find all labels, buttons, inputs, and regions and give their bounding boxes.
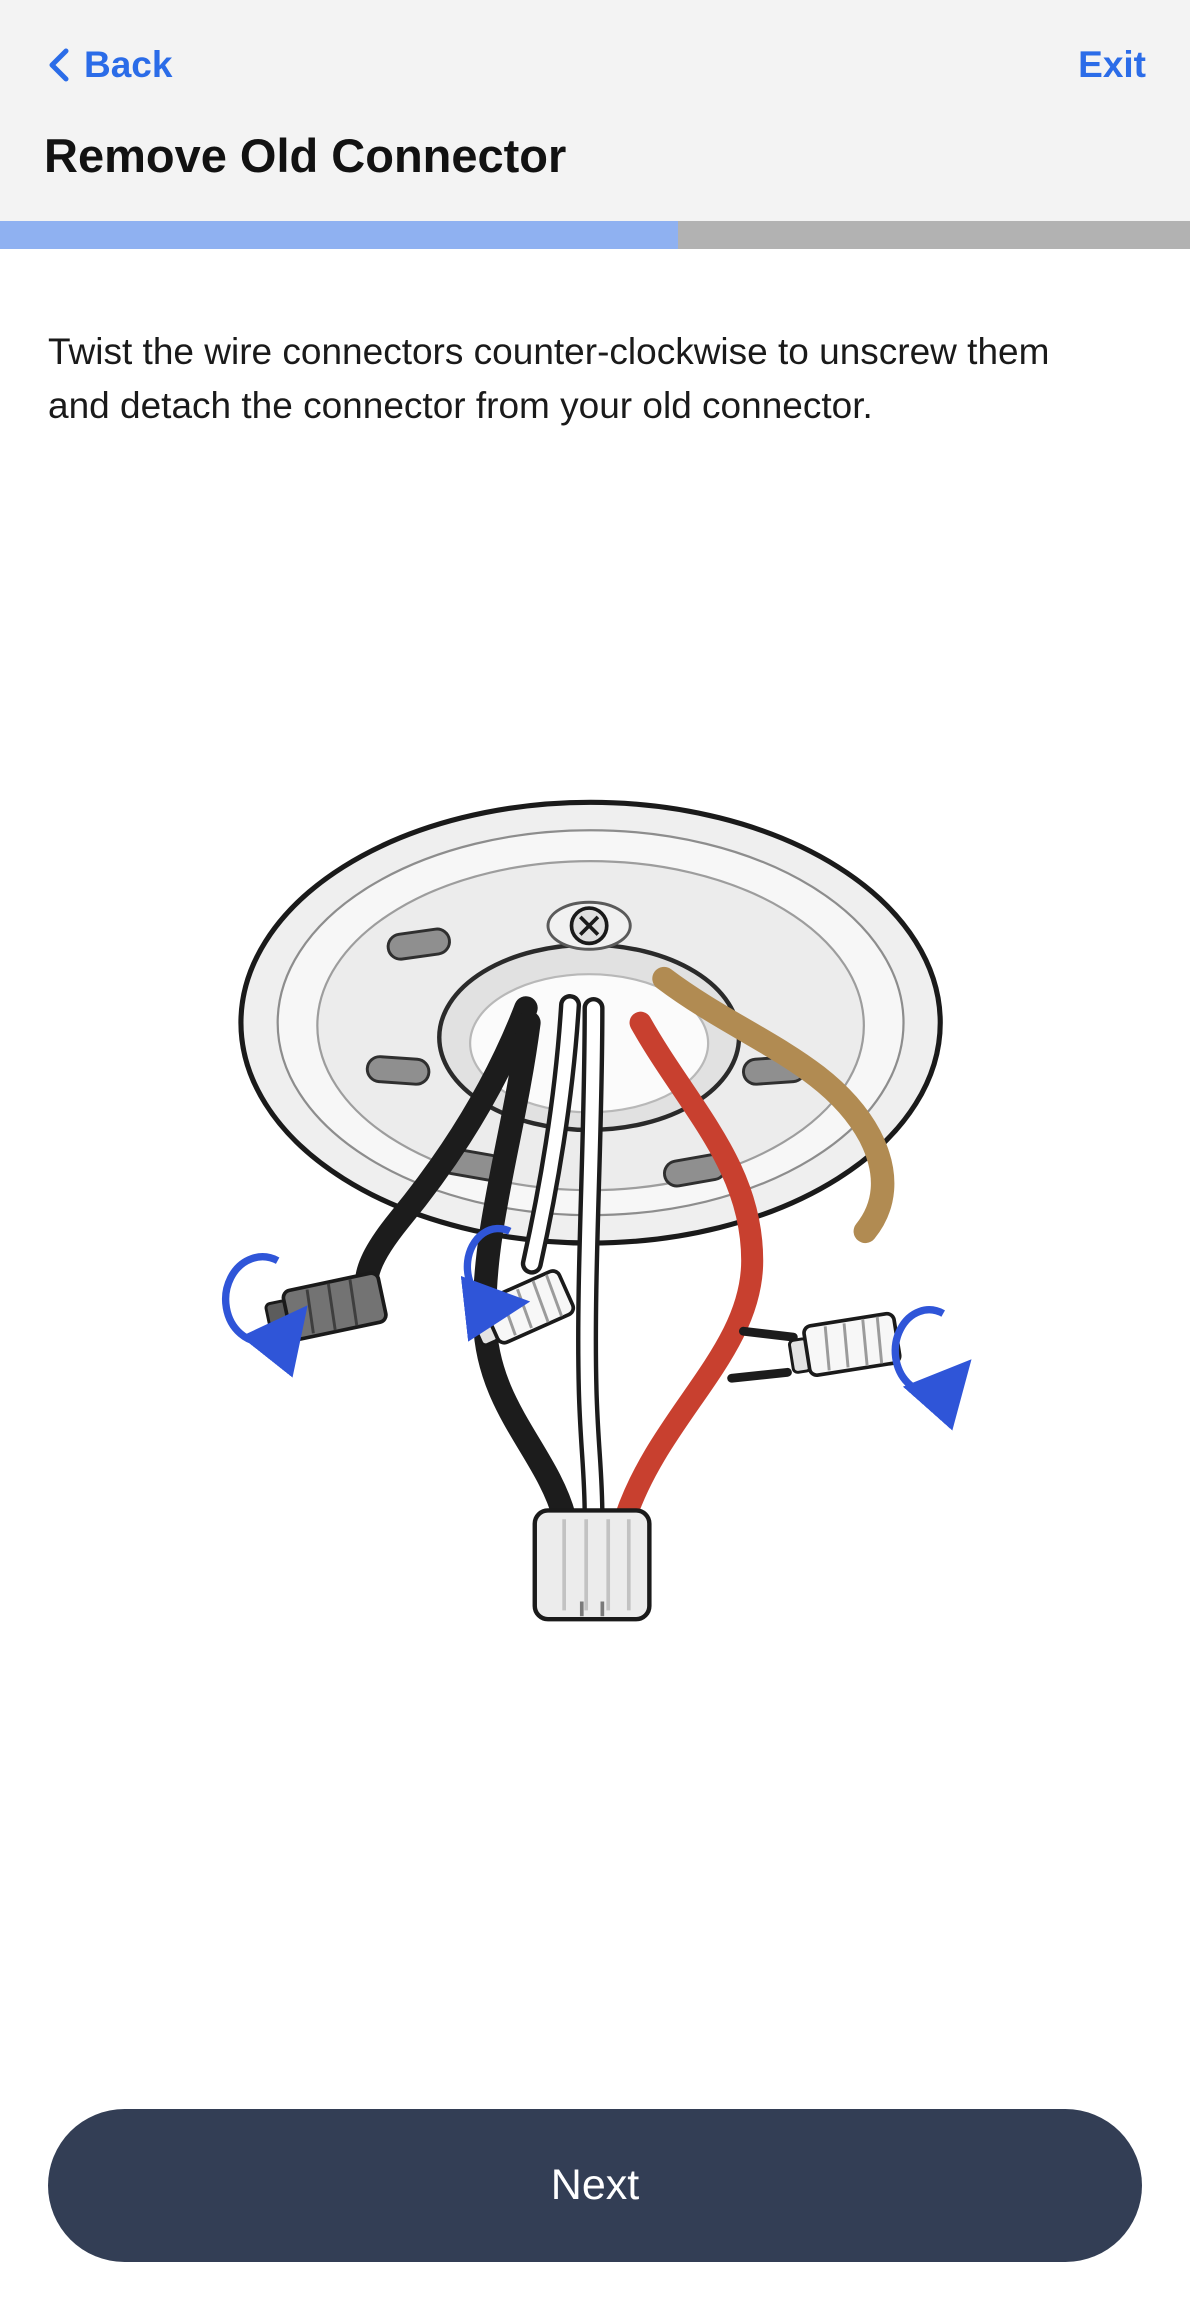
- white-wire-bottom: [580, 1001, 601, 1524]
- ccw-arrow-icon: [460, 1225, 531, 1342]
- red-wire: [614, 1011, 764, 1528]
- black-wire-left: [355, 996, 538, 1306]
- wires: [355, 967, 895, 1529]
- chevron-left-icon: [49, 48, 69, 82]
- exit-button[interactable]: Exit: [1078, 44, 1146, 85]
- bare-wire-stub: [738, 1327, 798, 1342]
- bare-wire-stub: [727, 1368, 792, 1383]
- nav-row: Back Exit: [44, 44, 1146, 86]
- keyhole-slots: [365, 927, 807, 1188]
- screw-icon: [546, 901, 632, 951]
- tan-wire: [652, 967, 895, 1244]
- progress-bar: [0, 221, 1190, 249]
- next-button[interactable]: Next: [48, 2109, 1142, 2262]
- instruction-text: Twist the wire connectors counter-clockw…: [48, 331, 1050, 426]
- progress-fill: [0, 221, 679, 249]
- old-connector-plug: [532, 1508, 652, 1622]
- back-label: Back: [84, 44, 173, 85]
- main-content: Twist the wire connectors counter-clockw…: [0, 325, 1190, 1702]
- white-wire-middle: [525, 998, 577, 1271]
- wiring-diagram: [221, 800, 972, 1622]
- right-wire-connector: [788, 1312, 902, 1378]
- ccw-arrow-icon: [891, 1306, 972, 1431]
- page-title: Remove Old Connector: [44, 129, 567, 182]
- back-button[interactable]: Back: [44, 44, 172, 86]
- wiring-illustration: [0, 790, 1190, 1702]
- header: Back Exit Remove Old Connector: [0, 0, 1190, 221]
- rotation-arrows: [221, 1225, 972, 1431]
- ccw-arrow-icon: [221, 1253, 308, 1378]
